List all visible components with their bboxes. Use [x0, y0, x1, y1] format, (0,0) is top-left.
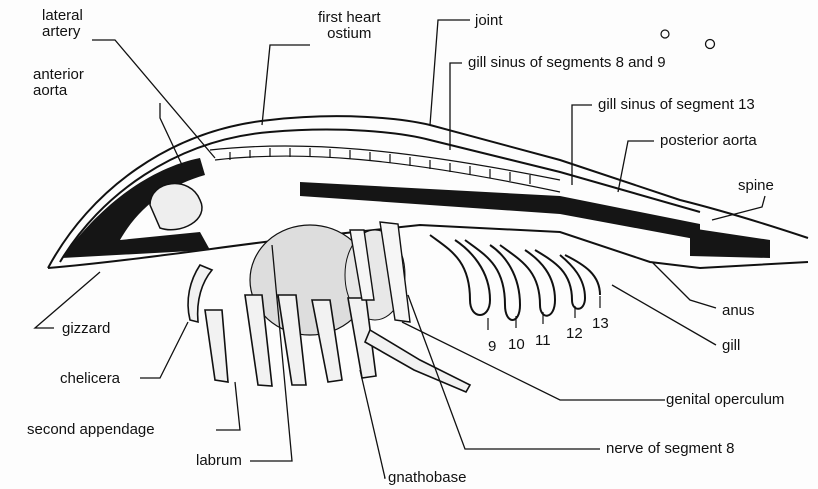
- leader-gill-sinus-8-9: [450, 63, 462, 150]
- posterior-cavity: [690, 228, 770, 258]
- label-anus: anus: [722, 303, 755, 319]
- gill-lamella-10: [465, 240, 520, 320]
- label-nerve-segment-8: nerve of segment 8: [606, 441, 734, 457]
- label-posterior-aorta: posterior aorta: [660, 133, 757, 149]
- gill-lamella-9: [430, 235, 490, 315]
- label-lateral-artery-line2: artery: [42, 24, 83, 40]
- heart-band: [210, 146, 560, 180]
- gill-lamella-11: [500, 245, 555, 316]
- leader-gill-sinus-13: [572, 105, 592, 185]
- label-joint: joint: [475, 13, 503, 29]
- label-gill-sinus-8-9: gill sinus of segments 8 and 9: [468, 55, 666, 71]
- leader-gill: [612, 285, 716, 345]
- label-lateral-artery-line1: lateral: [42, 8, 83, 24]
- label-gill: gill: [722, 338, 740, 354]
- leader-gnathobase: [360, 370, 385, 478]
- label-gill-sinus-13: gill sinus of segment 13: [598, 97, 755, 113]
- label-chelicera: chelicera: [60, 371, 120, 387]
- label-genital-operculum: genital operculum: [666, 392, 784, 408]
- segment-number-11: 11: [535, 332, 551, 349]
- segment-number-13: 13: [592, 315, 609, 332]
- leader-first-heart: [262, 45, 310, 125]
- leg-6: [365, 330, 470, 392]
- label-spine: spine: [738, 178, 774, 194]
- leader-genital-operculum: [402, 322, 665, 400]
- segment-number-10: 10: [508, 336, 525, 353]
- leader-second-appendage: [216, 382, 240, 430]
- label-first-heart-ostium-line2: ostium: [318, 26, 381, 42]
- label-labrum: labrum: [196, 453, 242, 469]
- label-lateral-artery: lateral artery: [42, 8, 83, 40]
- label-second-appendage: second appendage: [27, 422, 155, 438]
- label-first-heart-ostium: first heart ostium: [318, 10, 381, 42]
- appendage-1: [205, 310, 228, 382]
- segment-number-12: 12: [566, 325, 583, 342]
- label-gnathobase: gnathobase: [388, 470, 466, 486]
- gizzard-shape: [150, 184, 202, 230]
- segment-number-9: 9: [488, 338, 496, 355]
- label-gizzard: gizzard: [62, 321, 110, 337]
- label-anterior-aorta: anterior aorta: [33, 67, 84, 99]
- leader-lateral-artery: [92, 40, 215, 158]
- gill-lamella-12: [535, 250, 585, 309]
- label-first-heart-ostium-line1: first heart: [318, 10, 381, 26]
- label-anterior-aorta-line1: anterior: [33, 67, 84, 83]
- leader-anus: [652, 262, 716, 308]
- leader-chelicera: [140, 322, 188, 378]
- label-anterior-aorta-line2: aorta: [33, 83, 84, 99]
